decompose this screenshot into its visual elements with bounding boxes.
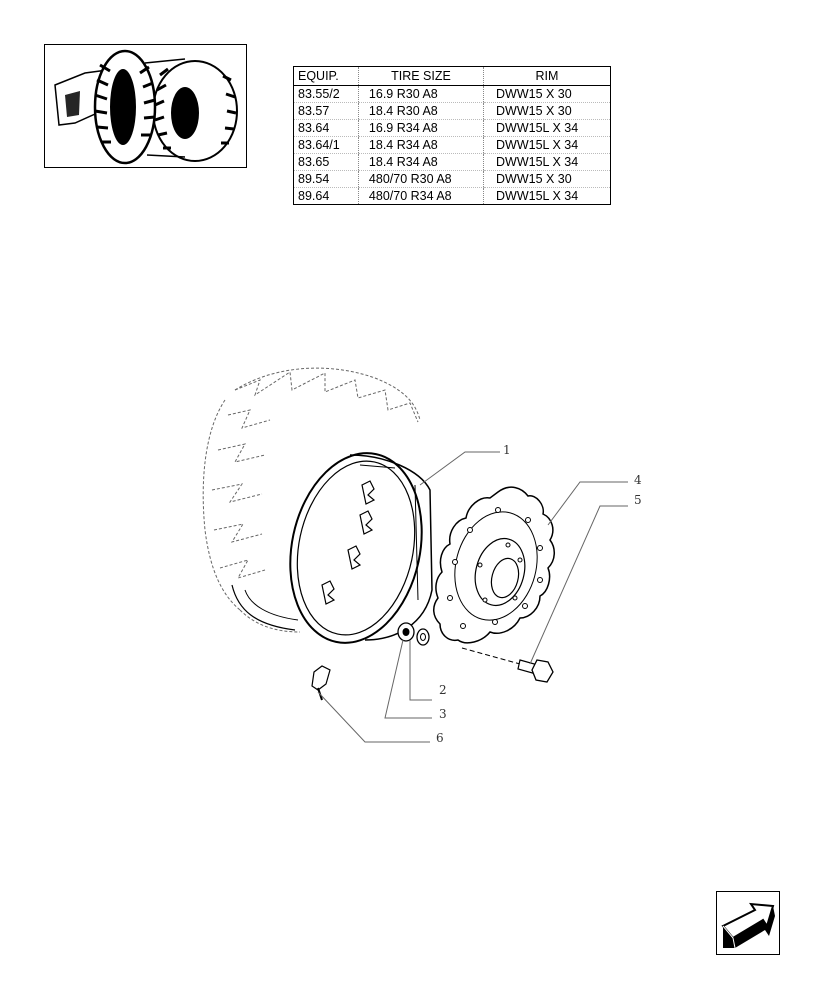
callout-6: 6 <box>436 731 444 745</box>
cell-tire-size: 18.4 R34 A8 <box>357 136 484 154</box>
cell-equip: 83.65 <box>293 153 359 171</box>
leader-lines <box>317 451 628 743</box>
callout-4: 4 <box>634 473 642 487</box>
cell-tire-size: 16.9 R34 A8 <box>357 119 484 137</box>
cell-rim: DWW15L X 34 <box>483 187 611 205</box>
cell-equip: 83.55/2 <box>293 85 359 103</box>
cell-rim: DWW15 X 30 <box>483 170 611 188</box>
table-row: 89.54 480/70 R30 A8 DWW15 X 30 <box>293 170 611 188</box>
tractor-rear-wheel-icon <box>54 49 238 165</box>
cell-rim: DWW15L X 34 <box>483 119 611 137</box>
cell-rim: DWW15L X 34 <box>483 136 611 154</box>
tractor-thumbnail <box>44 44 247 168</box>
table-row: 89.64 480/70 R34 A8 DWW15L X 34 <box>293 187 611 205</box>
table-row: 83.65 18.4 R34 A8 DWW15L X 34 <box>293 153 611 171</box>
cell-tire-size: 18.4 R34 A8 <box>357 153 484 171</box>
wheel-disc-part <box>433 486 555 644</box>
cell-equip: 83.64/1 <box>293 136 359 154</box>
tire-outline <box>202 367 421 633</box>
cell-rim: DWW15L X 34 <box>483 153 611 171</box>
header-equip: EQUIP. <box>293 66 359 86</box>
cell-equip: 89.54 <box>293 170 359 188</box>
cell-tire-size: 16.9 R30 A8 <box>357 85 484 103</box>
nut-washer-parts <box>397 622 430 646</box>
cell-equip: 83.64 <box>293 119 359 137</box>
cell-rim: DWW15 X 30 <box>483 85 611 103</box>
table-header-row: EQUIP. TIRE SIZE RIM <box>293 66 611 86</box>
next-page-button[interactable] <box>716 891 780 955</box>
table-row: 83.57 18.4 R30 A8 DWW15 X 30 <box>293 102 611 120</box>
header-tire-size: TIRE SIZE <box>357 66 484 86</box>
rim-part <box>289 452 433 644</box>
callout-5: 5 <box>634 493 642 507</box>
callout-3: 3 <box>439 707 447 721</box>
table-row: 83.64/1 18.4 R34 A8 DWW15L X 34 <box>293 136 611 154</box>
table-row: 83.64 16.9 R34 A8 DWW15L X 34 <box>293 119 611 137</box>
cell-equip: 83.57 <box>293 102 359 120</box>
tire-spec-table: EQUIP. TIRE SIZE RIM 83.55/2 16.9 R30 A8… <box>293 66 611 205</box>
cell-rim: DWW15 X 30 <box>483 102 611 120</box>
cell-tire-size: 18.4 R30 A8 <box>357 102 484 120</box>
header-rim: RIM <box>483 66 611 86</box>
next-page-arrow-icon <box>721 902 775 949</box>
cell-equip: 89.64 <box>293 187 359 205</box>
callout-2: 2 <box>439 683 447 697</box>
callout-1: 1 <box>503 443 511 457</box>
cell-tire-size: 480/70 R34 A8 <box>357 187 484 205</box>
bolt-part <box>461 647 554 683</box>
cell-tire-size: 480/70 R30 A8 <box>357 170 484 188</box>
table-row: 83.55/2 16.9 R30 A8 DWW15 X 30 <box>293 85 611 103</box>
